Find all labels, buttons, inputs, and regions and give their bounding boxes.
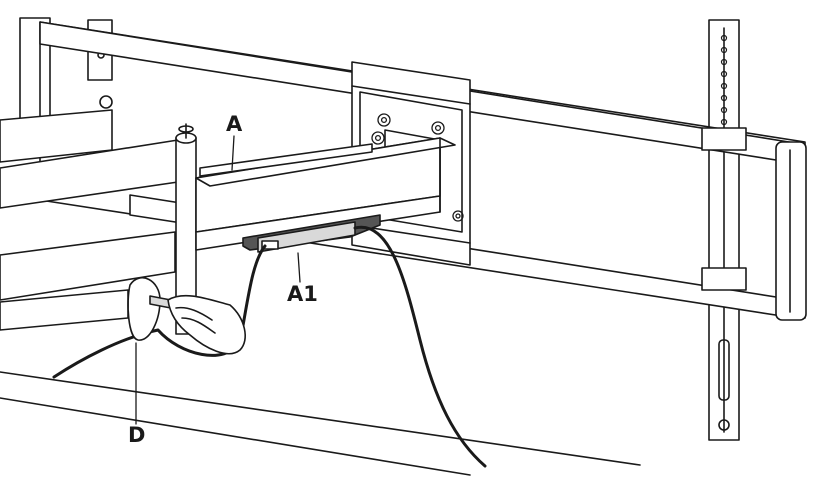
callout-label-a: A [226,112,243,136]
leader-lines [135,135,301,425]
power-cable [52,225,487,468]
hand [167,294,246,355]
rear-arms [0,109,179,331]
vertical-rail-right [708,19,740,441]
strap [127,277,177,341]
cable-cover [242,214,381,253]
callout-label-a1: A1 [287,282,318,306]
floor-lines [0,371,641,476]
callout-label-d: D [128,423,146,447]
rail-clips [701,127,747,291]
